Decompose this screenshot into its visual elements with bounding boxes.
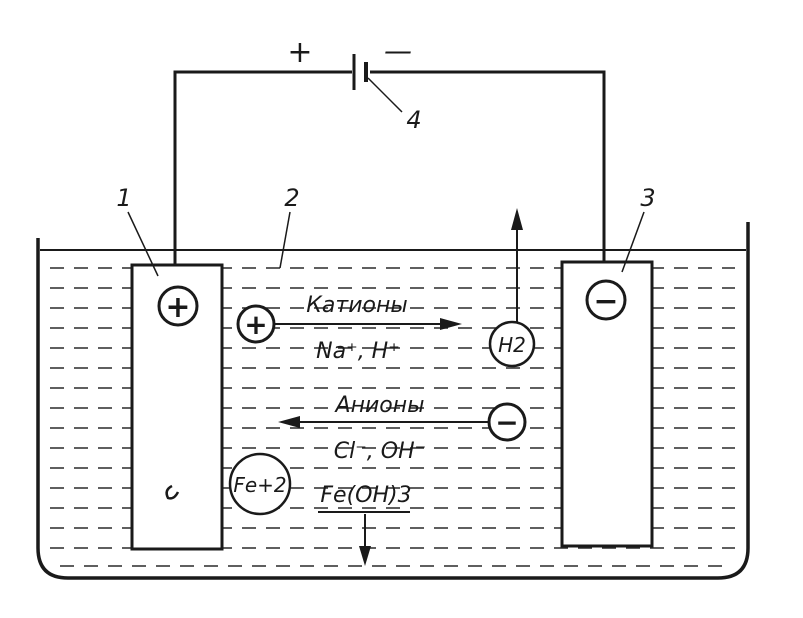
hydroxide-label: Fe(OH)3 — [320, 483, 411, 508]
cathode-sign-circle — [585, 279, 627, 321]
source-plus-sign: + — [287, 35, 312, 70]
label-4: 4 — [406, 106, 421, 134]
precipitate-arrow-head — [359, 546, 371, 566]
cation-list: Na⁺, H⁺ — [316, 339, 400, 364]
circuit-wire — [173, 70, 606, 265]
anode-plus-sign: + — [165, 290, 190, 325]
iron-ion-circle — [228, 452, 292, 516]
source-minus-sign: — — [384, 34, 412, 67]
leader-line-2 — [279, 211, 291, 269]
anode-sign-circle — [157, 285, 199, 327]
leader-line-4 — [367, 77, 403, 113]
leader-line-3 — [621, 211, 645, 273]
leader-line-1 — [127, 211, 159, 277]
cathode-minus-sign: − — [593, 284, 618, 319]
hydrogen-bubble — [488, 320, 536, 368]
vessel — [36, 222, 750, 580]
anion-arrow-head — [278, 416, 300, 428]
iron-ion-label: Fe+2 — [233, 473, 286, 497]
cation-arrow-head — [440, 318, 462, 330]
anion-minus-sign: − — [495, 406, 518, 439]
anion-list: Cl⁻, OH⁻ — [334, 439, 427, 464]
cation-plus-sign: + — [244, 308, 267, 341]
cation-header: Катионы — [306, 293, 407, 318]
label-1: 1 — [116, 184, 131, 212]
anode-corrosion-mark — [165, 484, 180, 500]
label-3: 3 — [640, 184, 655, 212]
hydrogen-arrow-head — [511, 208, 523, 230]
hydrogen-label: H2 — [498, 333, 526, 357]
power-source: + — 4 — [287, 34, 421, 134]
electrolyte-hatching — [50, 267, 735, 567]
anion-header: Анионы — [334, 393, 425, 418]
label-2: 2 — [284, 184, 299, 212]
